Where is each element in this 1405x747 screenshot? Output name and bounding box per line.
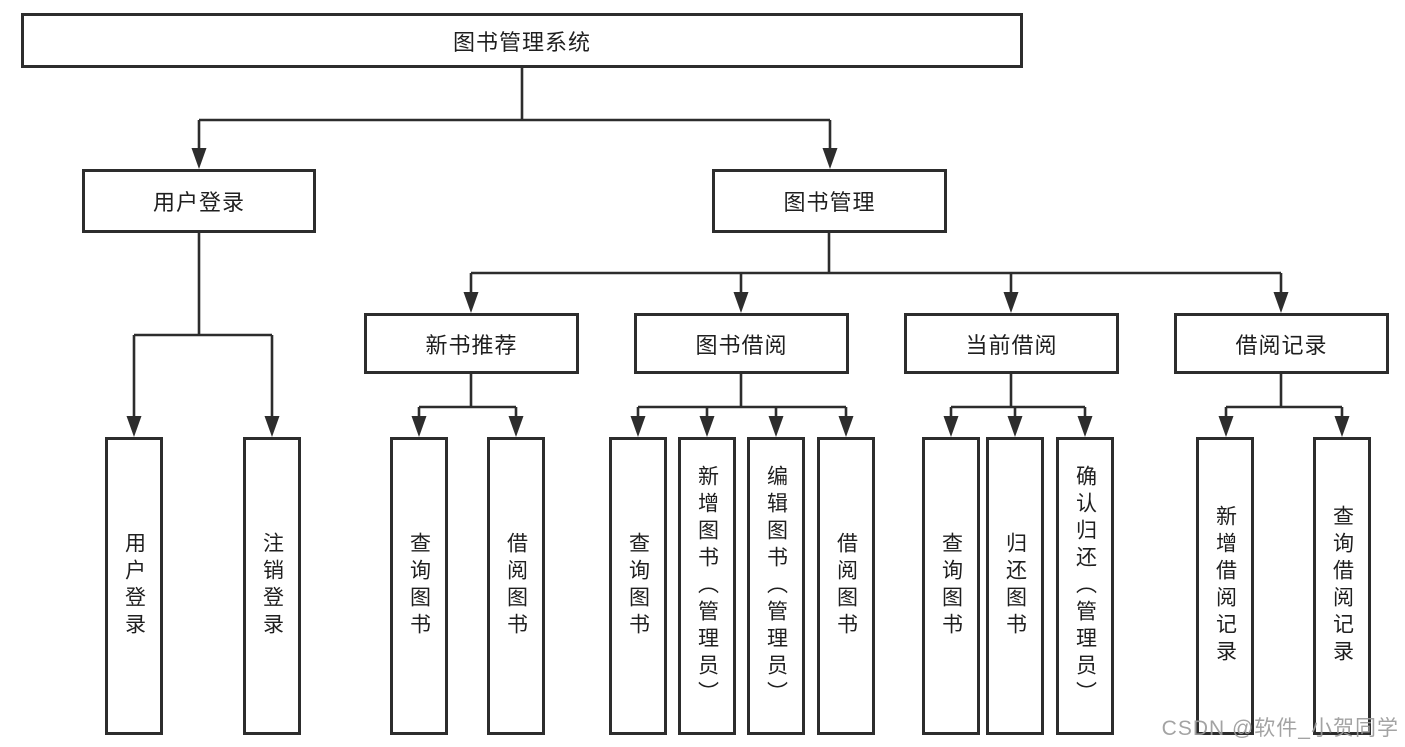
leaf-add-borrow-record: 新增借阅记录 bbox=[1196, 437, 1254, 735]
node-label: 查询图书 bbox=[939, 532, 963, 640]
node-book-borrowing: 图书借阅 bbox=[634, 313, 849, 374]
leaf-query-books-borrowing: 查询图书 bbox=[609, 437, 667, 735]
node-borrowing-records: 借阅记录 bbox=[1174, 313, 1389, 374]
leaf-borrow-books-recommendation: 借阅图书 bbox=[487, 437, 545, 735]
leaf-edit-books-admin: 编辑图书（管理员） bbox=[747, 437, 805, 735]
node-label: 新增图书（管理员） bbox=[695, 464, 719, 708]
node-label: 用户登录 bbox=[122, 532, 146, 640]
node-label: 确认归还（管理员） bbox=[1073, 464, 1097, 708]
node-label: 编辑图书（管理员） bbox=[764, 464, 788, 708]
csdn-watermark: CSDN @软件_小贺同学 bbox=[1161, 717, 1399, 740]
node-book-management: 图书管理 bbox=[712, 169, 947, 233]
leaf-confirm-return-admin: 确认归还（管理员） bbox=[1056, 437, 1114, 735]
node-current-borrowing: 当前借阅 bbox=[904, 313, 1119, 374]
arrowheads bbox=[126, 148, 1350, 437]
node-label: 新书推荐 bbox=[425, 332, 518, 358]
node-label: 图书借阅 bbox=[695, 332, 788, 358]
node-library-management-system: 图书管理系统 bbox=[21, 13, 1023, 68]
leaf-query-books-current: 查询图书 bbox=[922, 437, 980, 735]
leaf-logout: 注销登录 bbox=[243, 437, 301, 735]
node-label: 图书管理 bbox=[783, 190, 876, 215]
leaf-borrow-books: 借阅图书 bbox=[817, 437, 875, 735]
node-label: 图书管理系统 bbox=[452, 29, 591, 55]
leaf-user-login: 用户登录 bbox=[105, 437, 163, 735]
node-label: 查询图书 bbox=[407, 532, 431, 640]
node-label: 注销登录 bbox=[260, 532, 284, 640]
node-label: 用户登录 bbox=[152, 190, 245, 215]
leaf-query-borrow-record: 查询借阅记录 bbox=[1313, 437, 1371, 735]
leaf-return-books: 归还图书 bbox=[986, 437, 1044, 735]
node-label: 借阅记录 bbox=[1235, 332, 1328, 358]
leaf-add-books-admin: 新增图书（管理员） bbox=[678, 437, 736, 735]
node-label: 新增借阅记录 bbox=[1213, 505, 1237, 667]
leaf-query-books-recommendation: 查询图书 bbox=[390, 437, 448, 735]
node-label: 借阅图书 bbox=[834, 532, 858, 640]
node-label: 查询借阅记录 bbox=[1330, 505, 1354, 667]
node-user-login: 用户登录 bbox=[82, 169, 316, 233]
node-new-book-recommendation: 新书推荐 bbox=[364, 313, 579, 374]
node-label: 查询图书 bbox=[626, 532, 650, 640]
node-label: 当前借阅 bbox=[965, 332, 1058, 358]
node-label: 归还图书 bbox=[1003, 532, 1027, 640]
node-label: 借阅图书 bbox=[504, 532, 528, 640]
